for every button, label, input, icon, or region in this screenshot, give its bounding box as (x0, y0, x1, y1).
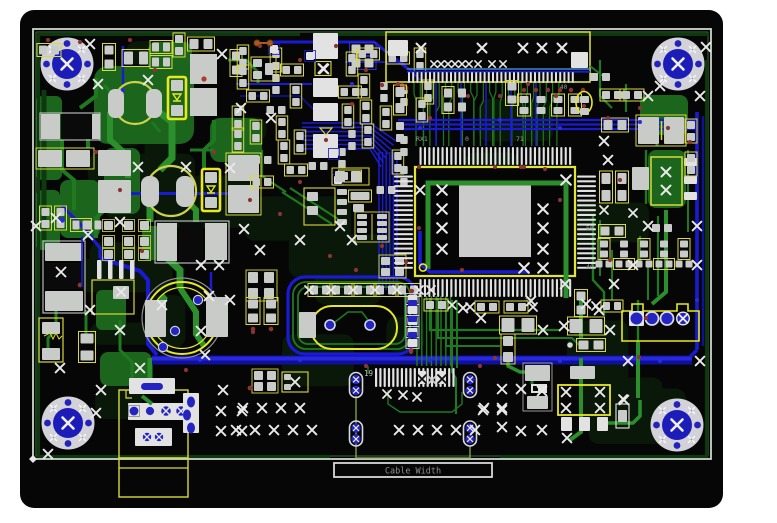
passive (231, 127, 245, 153)
resistor (598, 224, 626, 238)
inductor-pad (146, 89, 162, 118)
regulator-sot223 (650, 156, 683, 206)
capacitor (505, 80, 519, 106)
capacitor (35, 147, 95, 170)
resistor (474, 300, 500, 314)
capacitor (615, 170, 629, 204)
passive (345, 51, 359, 77)
capacitor (597, 238, 611, 260)
passive (277, 139, 291, 165)
passive (415, 97, 429, 123)
pin1-marker (418, 263, 428, 272)
capacitor (568, 93, 582, 117)
origin-marker (29, 455, 37, 463)
inductor-small (38, 317, 64, 363)
ic-small (281, 371, 309, 393)
svg-text:40: 40 (586, 263, 594, 271)
capacitor (245, 297, 261, 325)
resistor (684, 151, 698, 177)
capacitor (599, 170, 613, 204)
passive (341, 103, 355, 129)
svg-text:40: 40 (560, 84, 568, 91)
via-pair (462, 371, 478, 399)
resistor (600, 299, 624, 313)
resistor (102, 43, 116, 71)
capacitor (653, 258, 675, 270)
cable-width-label: Cable Width (385, 467, 441, 477)
inductor-pad (141, 176, 159, 207)
svg-text:RX1: RX1 (416, 135, 428, 143)
passive (284, 163, 308, 177)
ic-small (250, 56, 277, 82)
inductor-pad (176, 176, 194, 207)
passive (356, 47, 380, 61)
capacitor (393, 84, 407, 116)
passive (249, 119, 263, 145)
resistor (423, 298, 449, 312)
resistor (149, 40, 173, 54)
power-diode (42, 240, 86, 314)
pin19-label: 19 (364, 369, 373, 378)
capacitor (225, 152, 262, 216)
resistor (187, 36, 215, 52)
via-pair (348, 420, 364, 447)
capacitor-big (635, 114, 687, 147)
resistor (36, 43, 62, 57)
passive (236, 64, 250, 90)
resistor (619, 88, 645, 102)
resistor (149, 55, 173, 69)
capacitor (441, 86, 455, 114)
diode-d2 (200, 167, 222, 213)
svg-text:71: 71 (516, 135, 524, 143)
capacitor (576, 338, 606, 352)
passive (250, 175, 274, 189)
passive (379, 105, 393, 131)
diode-d1 (166, 75, 188, 121)
capacitor (637, 238, 651, 260)
filter (331, 167, 370, 186)
svg-text:0: 0 (465, 135, 469, 143)
resistor (39, 205, 52, 231)
ic-small (303, 187, 336, 226)
passive (246, 89, 270, 103)
capacitor (263, 297, 279, 325)
passive (293, 129, 307, 155)
main-ic-die (459, 185, 531, 257)
cable-width-box (333, 462, 493, 478)
capacitor (551, 93, 565, 117)
capacitor (601, 117, 629, 133)
soic8-ic (354, 211, 390, 243)
transistor-sot (557, 384, 611, 416)
passive (391, 149, 405, 175)
passive (348, 189, 372, 203)
passive (357, 73, 371, 99)
capacitor (78, 331, 96, 363)
via-pair (462, 420, 478, 447)
passive (361, 123, 375, 149)
inductor-pad (108, 89, 124, 118)
diode-small (615, 403, 630, 429)
connector-small (91, 279, 135, 315)
passive (289, 83, 303, 109)
via-pair (348, 371, 364, 399)
passive (280, 63, 304, 77)
svg-text:50: 50 (586, 224, 594, 232)
capacitor (172, 32, 186, 58)
capacitor (500, 333, 516, 365)
resistor (503, 300, 529, 314)
capacitor (677, 238, 691, 260)
capacitor (499, 315, 537, 335)
board-outline (32, 28, 712, 460)
connector-4pin (621, 303, 700, 342)
power-component (154, 220, 230, 264)
resistor (54, 205, 67, 231)
